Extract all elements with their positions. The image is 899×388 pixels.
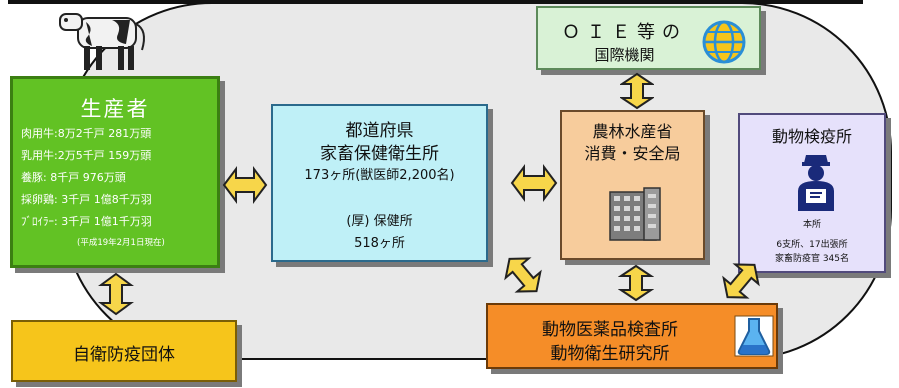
globe-icon <box>702 20 746 64</box>
drug-institute-line1: 動物医薬品検査所 <box>542 320 678 340</box>
quarantine-line2: 本所 <box>802 220 821 230</box>
double-arrow-icon <box>618 264 654 302</box>
double-arrow-icon <box>510 164 558 202</box>
producer-row: ﾌﾞﾛｲﾗｰ: 3千戸 1億1千万羽 <box>21 215 152 228</box>
drug-institute-box: 動物医薬品検査所 動物衛生研究所 <box>486 303 778 369</box>
producer-box: 生産者 肉用牛:8万2千戸 281万頭 乳用牛:2万5千戸 159万頭 養豚: … <box>10 76 220 268</box>
double-arrow-icon <box>504 257 542 293</box>
quarantine-line4: 家畜防疫官 345名 <box>774 254 850 264</box>
self-defense-line1: 自衛防疫団体 <box>73 345 175 365</box>
prefecture-line1: 都道府県 <box>345 121 414 141</box>
quarantine-line3: 6支所、17出張所 <box>776 240 848 250</box>
double-arrow-icon <box>98 272 134 316</box>
double-arrow-icon <box>620 72 654 110</box>
self-defense-box: 自衛防疫団体 <box>11 320 237 382</box>
oie-line1: ＯＩＥ等の <box>562 22 687 43</box>
prefecture-line3: 173ヶ所(獣医師2,200名) <box>304 168 455 183</box>
double-arrow-icon <box>222 166 268 204</box>
prefecture-line4: (厚) 保健所 <box>346 214 413 229</box>
producer-note: (平成19年2月1日現在) <box>77 238 165 248</box>
producer-row: 養豚: 8千戸 976万頭 <box>21 171 126 184</box>
flask-icon <box>734 315 774 357</box>
cow-icon <box>59 13 145 70</box>
producer-row: 乳用牛:2万5千戸 159万頭 <box>21 149 152 162</box>
officer-icon <box>798 155 834 211</box>
ministry-line1: 農林水産省 <box>592 122 673 141</box>
producer-row: 採卵鶏: 3千戸 1億8千万羽 <box>21 193 152 206</box>
double-arrow-icon <box>722 263 760 299</box>
quarantine-line1: 動物検疫所 <box>771 127 852 146</box>
oie-line2: 国際機関 <box>594 46 655 64</box>
ministry-line2: 消費・安全局 <box>584 144 681 163</box>
prefecture-line5: 518ヶ所 <box>354 236 405 251</box>
producer-title: 生産者 <box>80 97 150 121</box>
quarantine-box: 動物検疫所 本所 6支所、17出張所 家畜防疫官 345名 <box>738 113 886 273</box>
oie-box: ＯＩＥ等の 国際機関 <box>536 6 761 70</box>
drug-institute-line2: 動物衛生研究所 <box>550 344 670 364</box>
prefecture-box: 都道府県 家畜保健衛生所 173ヶ所(獣医師2,200名) (厚) 保健所 51… <box>271 104 488 262</box>
building-icon <box>609 187 661 241</box>
ministry-box: 農林水産省 消費・安全局 <box>560 110 705 260</box>
producer-row: 肉用牛:8万2千戸 281万頭 <box>21 127 152 140</box>
prefecture-line2: 家畜保健衛生所 <box>320 144 439 164</box>
